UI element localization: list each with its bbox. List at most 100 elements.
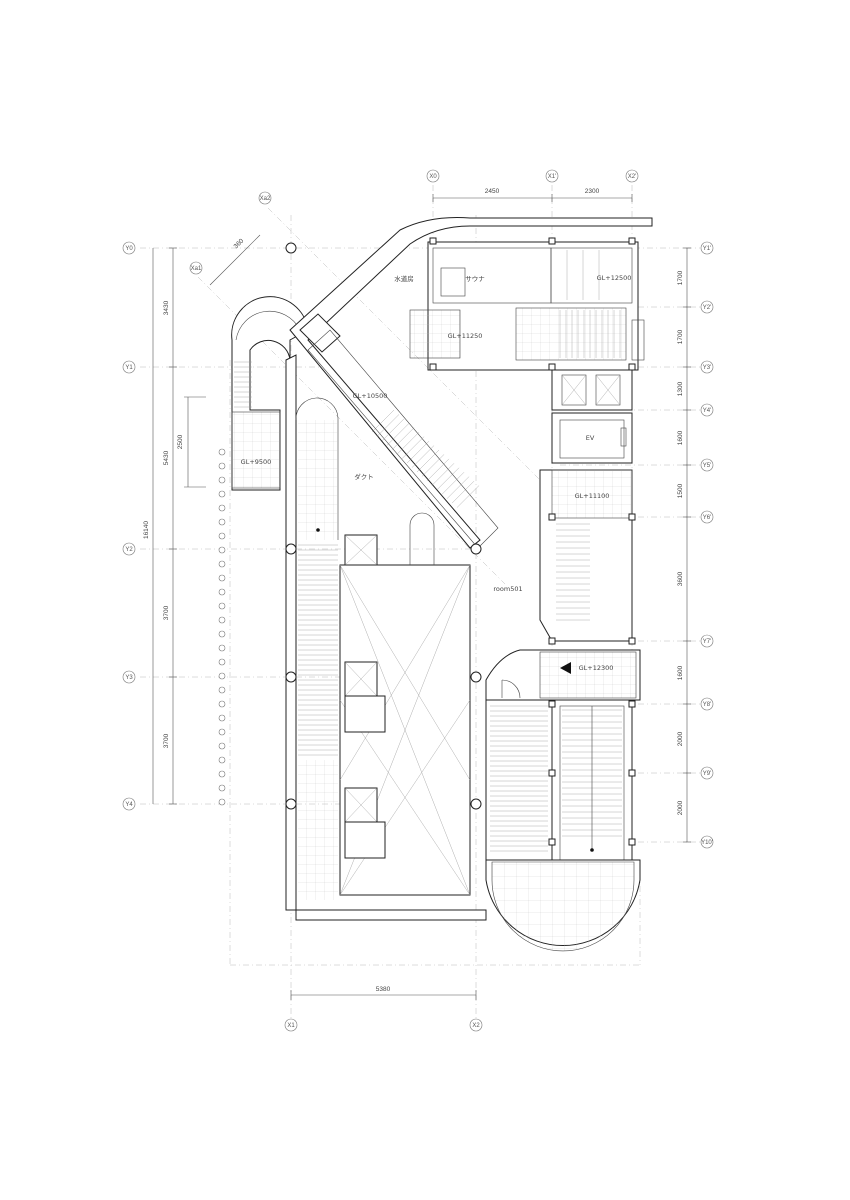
grid-bubble-y3: Y3 xyxy=(122,670,136,684)
level-gl-12500: GL+12500 xyxy=(597,274,632,282)
dim-left-1: 3430 xyxy=(163,300,170,315)
louver xyxy=(218,616,226,624)
column xyxy=(628,700,636,708)
grid-bubble-xa1: Xa1 xyxy=(189,261,203,275)
column xyxy=(628,838,636,846)
louver xyxy=(218,798,226,806)
stair-tread xyxy=(426,458,450,482)
dim-right-8: 2000 xyxy=(677,731,684,746)
svg-text:Y1': Y1' xyxy=(703,246,711,252)
level-gl-11250: GL+11250 xyxy=(448,332,483,340)
grid-bubble-y2p: Y2' xyxy=(700,300,714,314)
grid-bubble-y4p: Y4' xyxy=(700,403,714,417)
diagonal-stair: GL+10500 水道房 xyxy=(289,217,653,549)
stair-tread xyxy=(376,414,400,437)
level-gl-12300: GL+12300 xyxy=(579,664,614,672)
dim-right-9: 2000 xyxy=(677,800,684,815)
stair-tread xyxy=(411,445,435,468)
stair-tread xyxy=(416,449,440,473)
column xyxy=(470,671,482,683)
louver xyxy=(218,532,226,540)
grid-bubble-y1p: Y1' xyxy=(700,241,714,255)
louver xyxy=(218,714,226,722)
louver xyxy=(218,630,226,638)
stair-tread xyxy=(401,436,425,459)
dim-bottom: 5380 xyxy=(376,986,391,993)
column xyxy=(285,242,297,254)
stair-tread xyxy=(386,423,410,446)
stair-tread xyxy=(391,427,415,450)
svg-text:Y0: Y0 xyxy=(125,246,133,252)
stair-tread xyxy=(436,467,460,490)
svg-text:Y7': Y7' xyxy=(703,639,711,645)
dim-left-2: 5430 xyxy=(163,450,170,465)
grid-bubble-x0: X0 xyxy=(426,169,440,183)
louver xyxy=(218,504,226,512)
louver xyxy=(218,448,226,456)
louver xyxy=(218,462,226,470)
column xyxy=(548,769,556,777)
louver xyxy=(218,672,226,680)
column xyxy=(548,363,556,371)
column xyxy=(548,838,556,846)
stair-tread xyxy=(431,463,455,486)
columns xyxy=(285,237,636,846)
grid-bubble-y0: Y0 xyxy=(122,241,136,255)
grid-bubbles: X0 X1' X2' X1 X2 Xa2 Xa1 Y0 Y1 Y2 Y3 Y4 … xyxy=(122,169,714,1032)
grid-bubble-x1p: X1' xyxy=(545,169,559,183)
louver xyxy=(218,588,226,596)
louver xyxy=(218,756,226,764)
stair-tread xyxy=(421,454,445,477)
louver xyxy=(218,700,226,708)
column xyxy=(628,513,636,521)
svg-text:Y8': Y8' xyxy=(703,702,711,708)
label-ev: EV xyxy=(586,434,595,442)
label-room: room501 xyxy=(493,585,522,593)
dim-right-4: 1600 xyxy=(677,430,684,445)
dim-left-4: 3700 xyxy=(163,733,170,748)
right-lower-stairs xyxy=(485,699,633,873)
arrow-up-icon xyxy=(560,662,571,674)
dim-top-2: 2300 xyxy=(585,188,600,195)
column xyxy=(429,237,437,245)
svg-text:Y2': Y2' xyxy=(703,305,711,311)
svg-text:Y3': Y3' xyxy=(703,365,711,371)
svg-text:Y9': Y9' xyxy=(703,771,711,777)
column xyxy=(548,637,556,645)
column xyxy=(628,363,636,371)
svg-text:X2: X2 xyxy=(472,1023,480,1029)
main-room: ダクト room501 xyxy=(285,354,523,921)
stair-tread xyxy=(371,409,395,433)
louver xyxy=(218,490,226,498)
dim-right-1: 1700 xyxy=(677,270,684,285)
column xyxy=(285,798,297,810)
grid-bubble-y1: Y1 xyxy=(122,360,136,374)
svg-text:Y4': Y4' xyxy=(703,408,711,414)
column xyxy=(548,237,556,245)
column xyxy=(470,543,482,555)
label-sauna: サウナ xyxy=(465,275,485,283)
svg-text:Y2: Y2 xyxy=(125,547,133,553)
column xyxy=(470,798,482,810)
column xyxy=(548,700,556,708)
column xyxy=(628,769,636,777)
grid-bubble-y6p: Y6' xyxy=(700,510,714,524)
grid-bubble-x2p: X2' xyxy=(625,169,639,183)
grid-bubble-y7p: Y7' xyxy=(700,634,714,648)
stair-tread xyxy=(446,476,470,499)
ev-core: EV xyxy=(551,369,633,464)
right-mid-stair: GL+11100 xyxy=(539,469,633,642)
svg-text:Y1: Y1 xyxy=(125,365,133,371)
column xyxy=(548,513,556,521)
svg-text:Y6': Y6' xyxy=(703,515,711,521)
louver xyxy=(218,602,226,610)
column xyxy=(628,637,636,645)
terrace-bottom-right xyxy=(485,859,641,952)
svg-text:Y5': Y5' xyxy=(703,463,711,469)
stair-tread xyxy=(451,480,475,504)
louver xyxy=(218,546,226,554)
level-gl-11100: GL+11100 xyxy=(575,492,610,500)
svg-text:X2': X2' xyxy=(628,174,636,180)
louver xyxy=(218,574,226,582)
